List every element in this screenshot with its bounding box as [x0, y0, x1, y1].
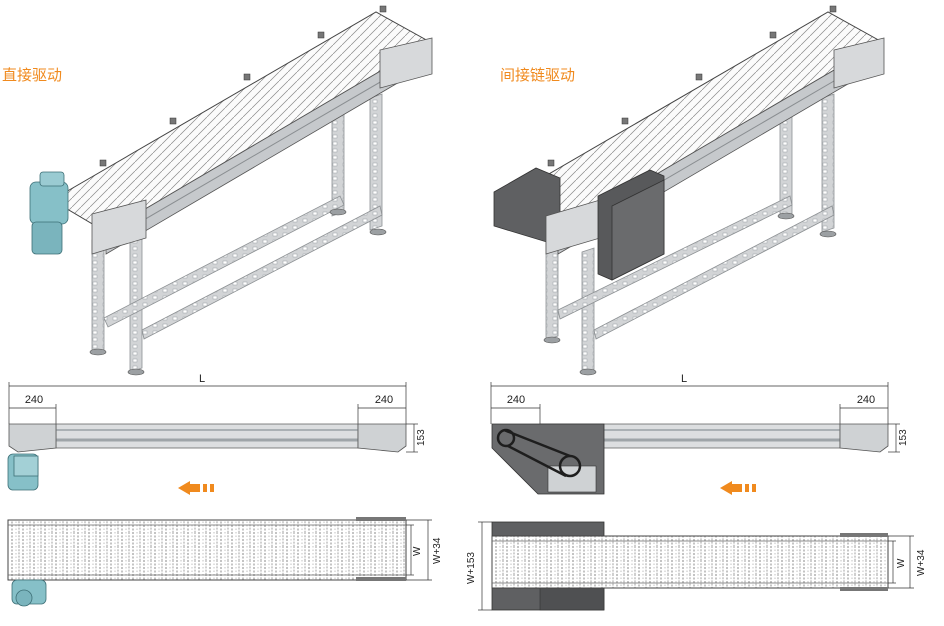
slat-belt-top	[7, 519, 407, 581]
end-dimension	[491, 404, 888, 424]
drive-motor	[11, 579, 47, 607]
end-plate-idler	[357, 423, 407, 453]
guide-clip	[840, 587, 888, 591]
length-dimension	[490, 382, 889, 424]
indirect-drive-top-view: W W+34 W+153	[466, 521, 927, 611]
support-legs	[545, 93, 835, 375]
length-label: L	[199, 373, 205, 385]
length-dimension	[8, 382, 407, 424]
end-length-right: 240	[857, 394, 875, 406]
indirect-drive-iso-view	[493, 5, 885, 376]
guide-rail-brackets	[547, 5, 837, 167]
gear-motor	[539, 587, 605, 611]
end-plate-drive	[8, 423, 57, 453]
end-length-left: 240	[507, 394, 525, 406]
direction-arrow	[178, 481, 214, 495]
leg-feet	[543, 212, 837, 376]
end-plate-idler	[833, 37, 885, 89]
end-plate-idler	[839, 423, 889, 453]
width-label: W	[896, 558, 907, 568]
direct-drive-title: 直接驱动	[2, 66, 63, 84]
drive-chain	[496, 428, 582, 478]
frame-profile	[55, 423, 359, 449]
width-label: W	[412, 546, 423, 556]
slat-belt-top	[491, 535, 889, 589]
direct-drive-side-view: L 240 240 153	[7, 373, 427, 495]
leg-feet	[89, 208, 387, 376]
support-legs	[91, 93, 383, 373]
drive-housing	[597, 169, 665, 281]
height-label: 153	[416, 429, 427, 446]
guide-rail-brackets	[99, 5, 387, 167]
width-guard-label: W+153	[466, 552, 477, 584]
indirect-drive-side-view: L 240 240 153	[490, 373, 909, 495]
length-label: L	[681, 373, 687, 385]
width-total-label: W+34	[916, 549, 927, 576]
indirect-chain-drive-title: 间接链驱动	[500, 66, 576, 84]
guide-clip	[356, 517, 406, 521]
drive-motor	[7, 453, 39, 491]
width-dimension	[406, 519, 432, 581]
end-length-left: 240	[25, 394, 43, 406]
end-dimension	[9, 404, 406, 424]
direct-drive-top-view: W W+34	[7, 517, 443, 607]
width-total-label: W+34	[432, 537, 443, 564]
width-dimension	[478, 521, 914, 611]
end-plate-idler	[379, 37, 433, 89]
drive-motor	[29, 171, 69, 255]
end-plate-drive	[91, 199, 147, 255]
height-label: 153	[898, 429, 909, 446]
end-length-right: 240	[375, 394, 393, 406]
direct-drive-iso-view	[29, 5, 433, 376]
guide-clip	[356, 577, 406, 581]
direction-arrow	[720, 481, 756, 495]
guide-clip	[840, 533, 888, 537]
